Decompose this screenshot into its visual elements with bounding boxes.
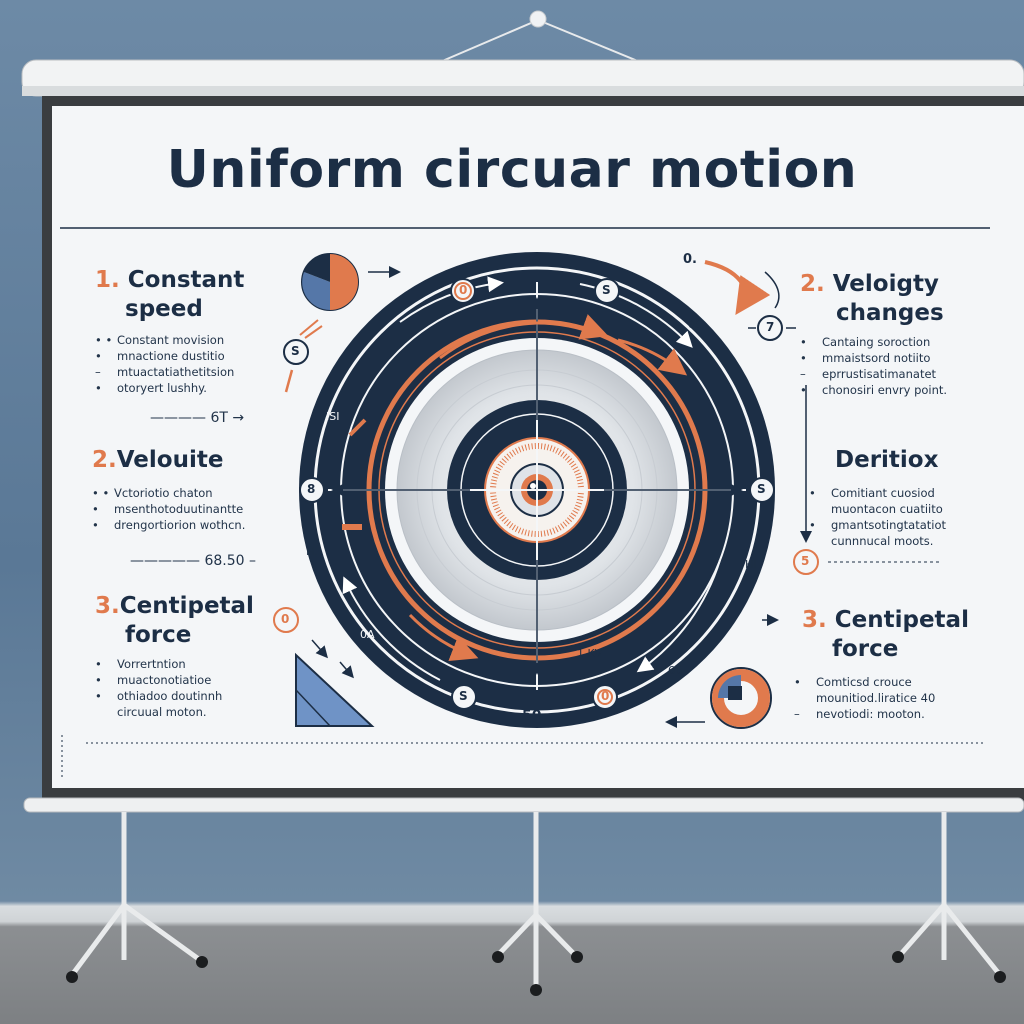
section-title: 2. Veloigty changes: [800, 270, 947, 328]
bullet-item: •mmaistsord notiito: [800, 351, 931, 365]
ring-badges: [299, 278, 775, 710]
bullet-item: mounitiod.liratice 40: [816, 691, 936, 705]
bullet-item: • •Vctoriotio chaton: [92, 486, 213, 500]
section-title: 2.Velouite: [92, 446, 245, 475]
section-title: 3. Centipetal force: [802, 606, 969, 664]
axis-label-bottom: 50: [522, 708, 542, 724]
page-title: Uniform circuar motion: [166, 140, 858, 200]
bullet-item: muontacon cuatiito: [831, 502, 943, 516]
section-title-line2: speed: [125, 296, 203, 322]
axis-label-left: 8: [307, 482, 316, 496]
bullet-item: •Comticsd crouce: [794, 675, 912, 689]
bullet-item: • •Constant movision: [95, 333, 225, 347]
left-footer-1: ———— 6T →: [150, 410, 245, 426]
bullet-item: –eprrustisatimanatet: [800, 367, 937, 381]
axis-label-right: S: [757, 482, 766, 496]
bullet-item: •othiadoo doutinnh: [95, 689, 223, 703]
right-section-2: Deritiox •Comitiant cuosiod muontacon cu…: [809, 446, 946, 549]
bullet-item: •otoryert lushhy.: [95, 381, 207, 395]
bullet-item: •Cantaing soroction: [800, 335, 931, 349]
small-label-zero: 0.: [683, 252, 697, 267]
badge-top-right: S: [602, 283, 611, 297]
section-title: 1. Constant speed: [95, 266, 244, 324]
badge-bottom-left: S: [459, 689, 468, 703]
section-title-line1: Centipetal: [834, 607, 969, 633]
badge-bottom-right: 0: [601, 689, 610, 703]
small-label-1kv: 1 KV: [577, 647, 603, 660]
bullet-item: •msenthotoduutinantte: [92, 502, 244, 516]
title-underline: [60, 227, 990, 229]
section-title-line1: Velouite: [116, 447, 224, 473]
bullet-item: •muactonotiatioe: [95, 673, 212, 687]
small-label-h: H.: [306, 545, 318, 558]
left-section-3: 3.Centipetal force •Vorrertntion •muacto…: [95, 592, 254, 720]
bullet-item: •mnactione dustitio: [95, 349, 225, 363]
small-label-0s: 0S: [688, 318, 702, 331]
section-number: 3.: [802, 607, 827, 633]
section-title-line1: Deritiox: [835, 447, 939, 473]
bullet-item: –nevotiodi: mooton.: [794, 707, 925, 721]
axis-label-top: 36: [522, 254, 542, 270]
section-number: 1.: [95, 267, 120, 293]
donut-chart-icon: [710, 667, 772, 729]
left-s-badge: S: [291, 344, 300, 358]
bullet-item: •Comitiant cuosiod: [809, 486, 935, 500]
section-title-line1: Constant: [127, 267, 245, 293]
right-section-3: 3. Centipetal force •Comticsd crouce mou…: [794, 606, 969, 722]
left-section-1: 1. Constant speed • •Constant movision •…: [95, 266, 244, 396]
right-section-1: 2. Veloigty changes •Cantaing soroction …: [800, 270, 947, 398]
left-footer-2: ————— 68.50 –: [130, 553, 256, 569]
bullet-item: •gmantsotingtatatiot: [809, 518, 947, 532]
section-number: 2.: [800, 271, 825, 297]
small-label-isi: ISI: [326, 410, 340, 423]
badge-top-left: 0: [459, 283, 468, 297]
section-title-line1: Centipetal: [119, 593, 254, 619]
small-label-hi: HI: [745, 558, 757, 571]
small-label-66: 66.: [668, 664, 686, 677]
section-title-line2: force: [125, 622, 192, 648]
bullet-item: circuual moton.: [117, 705, 207, 719]
triangle-icon: [273, 607, 375, 727]
left-section-2: 2.Velouite • •Vctoriotio chaton •msentho…: [92, 446, 245, 533]
section-title-line1: Veloigty: [832, 271, 939, 297]
left-o-badge: 0: [281, 612, 290, 626]
bullet-item: •chonosiri envry point.: [800, 383, 948, 397]
section-number: 3.: [95, 593, 120, 619]
bullet-item: •drengortiorion wothcn.: [92, 518, 246, 532]
right-5-badge: 5: [801, 554, 810, 568]
small-label-0a: 0A: [360, 628, 375, 641]
section-title-line2: changes: [836, 300, 944, 326]
right-7-badge: 7: [766, 320, 775, 334]
bullet-item: –mtuactatiathetitsion: [95, 365, 235, 379]
pie-chart-icon: [301, 253, 359, 311]
section-number: 2.: [92, 447, 117, 473]
bullet-item: •Vorrertntion: [95, 657, 186, 671]
bullet-item: cunnnucal moots.: [831, 534, 934, 548]
section-title: 3.Centipetal force: [95, 592, 254, 650]
section-title: Deritiox: [835, 446, 946, 475]
section-title-line2: force: [832, 636, 899, 662]
footer-dotted-line: [86, 742, 986, 744]
